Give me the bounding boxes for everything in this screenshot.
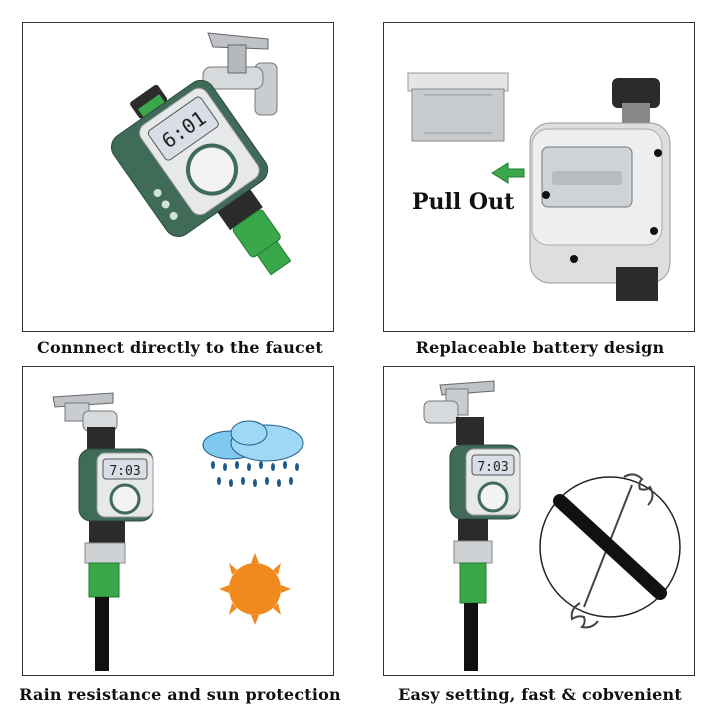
button: [153, 188, 162, 197]
battery-tray: [407, 72, 509, 142]
arrow-left-icon: [491, 162, 525, 184]
no-tools-required-icon: [539, 473, 681, 629]
dial-knob: [477, 481, 509, 513]
caption-easy-setting: Easy setting, fast & cobvenient: [398, 685, 682, 704]
weather-illustration: 7:03: [52, 392, 304, 671]
lcd-screen: [471, 454, 515, 476]
prohibition-slash: [553, 494, 667, 600]
battery-illustration: [407, 72, 671, 301]
sun-icon: [219, 553, 291, 625]
cloud-icon: [202, 420, 304, 462]
faucet-timer-illustration: 6:01: [110, 32, 292, 276]
faucet-icon: [423, 380, 495, 424]
lcd-time: 7:03: [109, 464, 140, 479]
button: [161, 200, 170, 209]
button: [169, 211, 178, 220]
dial-knob: [186, 143, 239, 196]
lcd-screen: [147, 96, 219, 161]
panel-weather: 7:03: [22, 366, 334, 676]
hose-connector: [88, 562, 120, 598]
rain-drops-icon: [211, 461, 299, 487]
panel-battery: Pull Out: [383, 22, 695, 332]
panel-easy-setting: 7:03: [383, 366, 695, 676]
bottom-connector: [217, 189, 263, 231]
easy-setting-illustration: 7:03: [423, 380, 681, 671]
lcd-screen: [102, 458, 148, 480]
hose: [95, 597, 109, 671]
faucet-icon: [52, 392, 118, 432]
hose-connector: [459, 562, 487, 604]
lcd-time: 7:03: [477, 460, 508, 475]
panel-faucet-connection: 6:01: [22, 22, 334, 332]
timer-body-back: [529, 78, 671, 301]
faucet-icon: [202, 32, 278, 116]
hose: [464, 603, 478, 671]
caption-battery: Replaceable battery design: [415, 338, 665, 357]
caption-weather: Rain resistance and sun protection: [19, 685, 341, 704]
caption-faucet-connection: Connnect directly to the faucet: [37, 338, 323, 357]
bottom-thread: [616, 267, 658, 301]
dial-knob: [109, 483, 141, 515]
pull-out-label: Pull Out: [412, 189, 515, 215]
